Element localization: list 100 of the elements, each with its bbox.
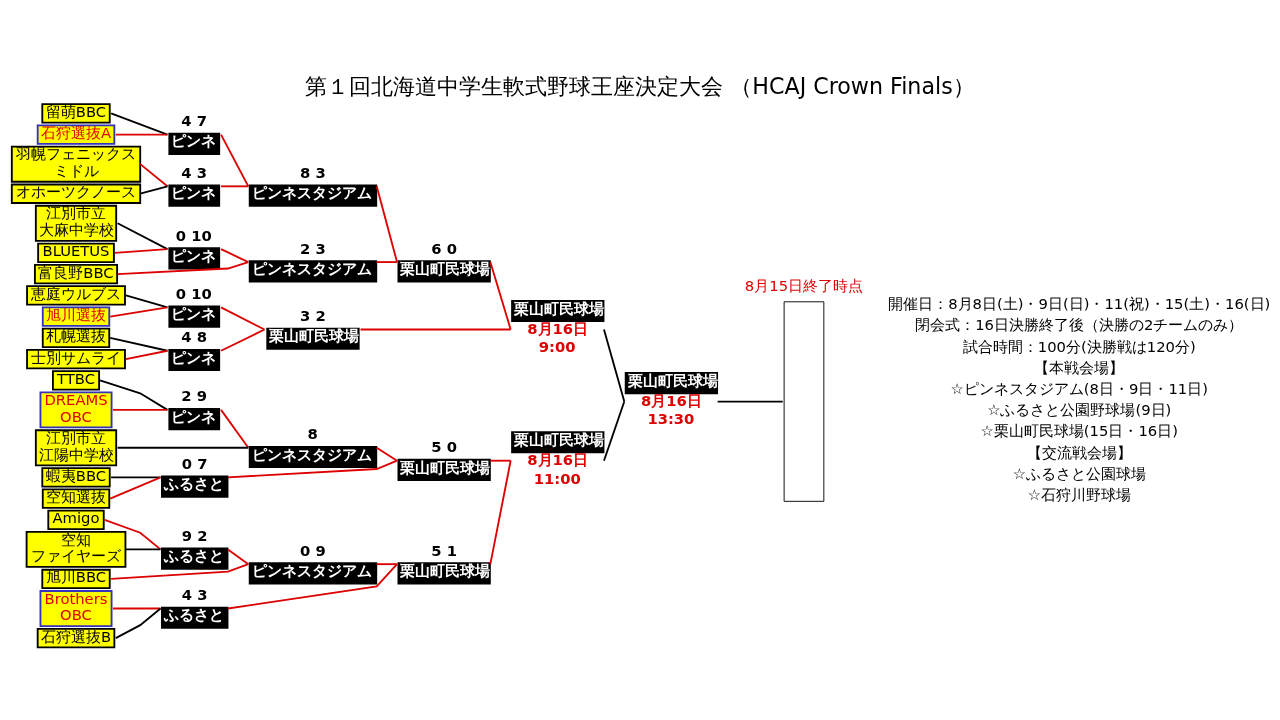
node-label: 0 9 [300, 541, 326, 559]
node-box: 石狩選抜A [36, 124, 116, 145]
connector [716, 400, 784, 403]
node-box: 栗山町民球場 [266, 327, 360, 350]
node-box: 羽幌フェニックス ミドル [10, 145, 142, 183]
connector [109, 336, 169, 352]
connector [359, 328, 512, 331]
connector [220, 306, 266, 331]
node-box: 空知選抜 [41, 488, 111, 509]
node-box: オホーツクノース [10, 183, 142, 204]
label: ☆石狩川野球場 [1027, 486, 1131, 504]
connector [489, 261, 512, 331]
connector [220, 185, 250, 188]
node-label: 13:30 [647, 410, 695, 428]
node-box: 栗山町民球場 [511, 431, 605, 454]
connector [139, 185, 169, 195]
node-label: 8月16日 [640, 392, 702, 410]
connector [220, 408, 250, 449]
node-label: 9:00 [538, 338, 576, 356]
node-box: 蝦夷BBC [41, 467, 111, 488]
node-box: ふるさと [161, 475, 229, 498]
connector [116, 222, 169, 251]
connector [489, 459, 512, 462]
label: ☆ふるさと公園野球場(9日) [987, 401, 1172, 419]
connector [109, 306, 169, 318]
node-label: 4 3 [181, 163, 208, 181]
node-box: Amigo [47, 509, 105, 530]
node-box: 石狩選抜B [36, 627, 116, 649]
connector [112, 607, 162, 610]
label: 【交流戦会場】 [1026, 443, 1132, 461]
node-box: ふるさと [161, 547, 229, 570]
node-label: 4 3 [181, 586, 208, 604]
node-box: 札幌選抜 [41, 327, 111, 348]
connector [375, 261, 398, 263]
node-box: 栗山町民球場 [397, 562, 491, 585]
node-label: 8 3 [300, 163, 326, 181]
connector [220, 328, 266, 352]
node-label: 5 1 [431, 541, 457, 559]
node-label: 0 7 [181, 454, 208, 472]
connector [489, 459, 512, 566]
node-label: 6 0 [431, 239, 457, 257]
node-box: 留萌BBC [41, 103, 111, 124]
node-box: 江別市立 大麻中学校 [34, 204, 118, 242]
node-label: 4 8 [181, 328, 208, 346]
node-label: 8 [307, 425, 318, 443]
connector [116, 446, 250, 449]
label: 試合時間：100分(決勝戦は120分) [962, 337, 1196, 355]
label: ☆栗山町民球場(15日・16日) [980, 422, 1178, 440]
node-box: 旭川選抜 [41, 306, 111, 327]
node-label: 4 7 [181, 112, 208, 130]
node-box: 富良野BBC [33, 263, 119, 285]
label: 閉会式：16日決勝終了後（決勝の2チームのみ） [915, 316, 1244, 334]
connector [227, 459, 398, 479]
node-box: ピンネ [168, 132, 221, 155]
node-label: 11:00 [533, 469, 581, 487]
node-box: ピンネ [168, 408, 221, 431]
connector [139, 163, 169, 188]
connector [375, 563, 398, 566]
connector [109, 476, 162, 500]
node-box: ピンネ [168, 305, 221, 328]
connector [110, 476, 162, 479]
node-box: TTBC [52, 370, 101, 391]
connector [603, 328, 626, 403]
node-box: 空知 ファイヤーズ [25, 530, 127, 568]
node-box: DREAMS OBC [39, 391, 113, 429]
connector [112, 408, 169, 411]
node-box: ピンネ [168, 247, 221, 270]
node-label: 0 10 [175, 284, 212, 302]
connector [113, 248, 169, 254]
label: ☆ふるさと公園球場 [1012, 464, 1146, 482]
node-label: 2 3 [300, 239, 326, 257]
node-box: Brothers OBC [39, 590, 113, 627]
connector [103, 518, 162, 551]
connector [110, 563, 250, 580]
node-label: 3 2 [300, 307, 326, 325]
node-box: ピンネスタジアム [248, 445, 378, 469]
label: 【本戦会場】 [1034, 358, 1125, 376]
connector [220, 248, 250, 263]
node-box: 江別市立 江陽中学校 [34, 429, 118, 467]
connector [99, 379, 169, 411]
connector [375, 185, 398, 263]
node-label: 5 0 [431, 438, 457, 456]
connector [375, 446, 398, 462]
node-box: ふるさと [161, 606, 229, 629]
node-box: 恵庭ウルブス [26, 285, 126, 306]
node-box: BLUETUS [37, 242, 115, 263]
connector [124, 548, 162, 551]
label: ☆ピンネスタジアム(8日・9日・11日) [950, 380, 1208, 397]
node-label: 8月16日 [527, 451, 589, 469]
node-label: 9 2 [181, 526, 208, 544]
connector [227, 548, 250, 566]
connector [114, 133, 169, 136]
node-box: 栗山町民球場 [397, 260, 491, 283]
node-box: 旭川BBC [41, 568, 111, 590]
connector [603, 400, 626, 462]
node-label: 2 9 [181, 387, 208, 405]
diagram-title: 第１回北海道中学生軟式野球王座決定大会 （HCAJ Crown Finals） [305, 73, 975, 100]
node-box: 栗山町民球場 [397, 458, 491, 481]
connector [124, 349, 169, 360]
connector [114, 607, 162, 639]
